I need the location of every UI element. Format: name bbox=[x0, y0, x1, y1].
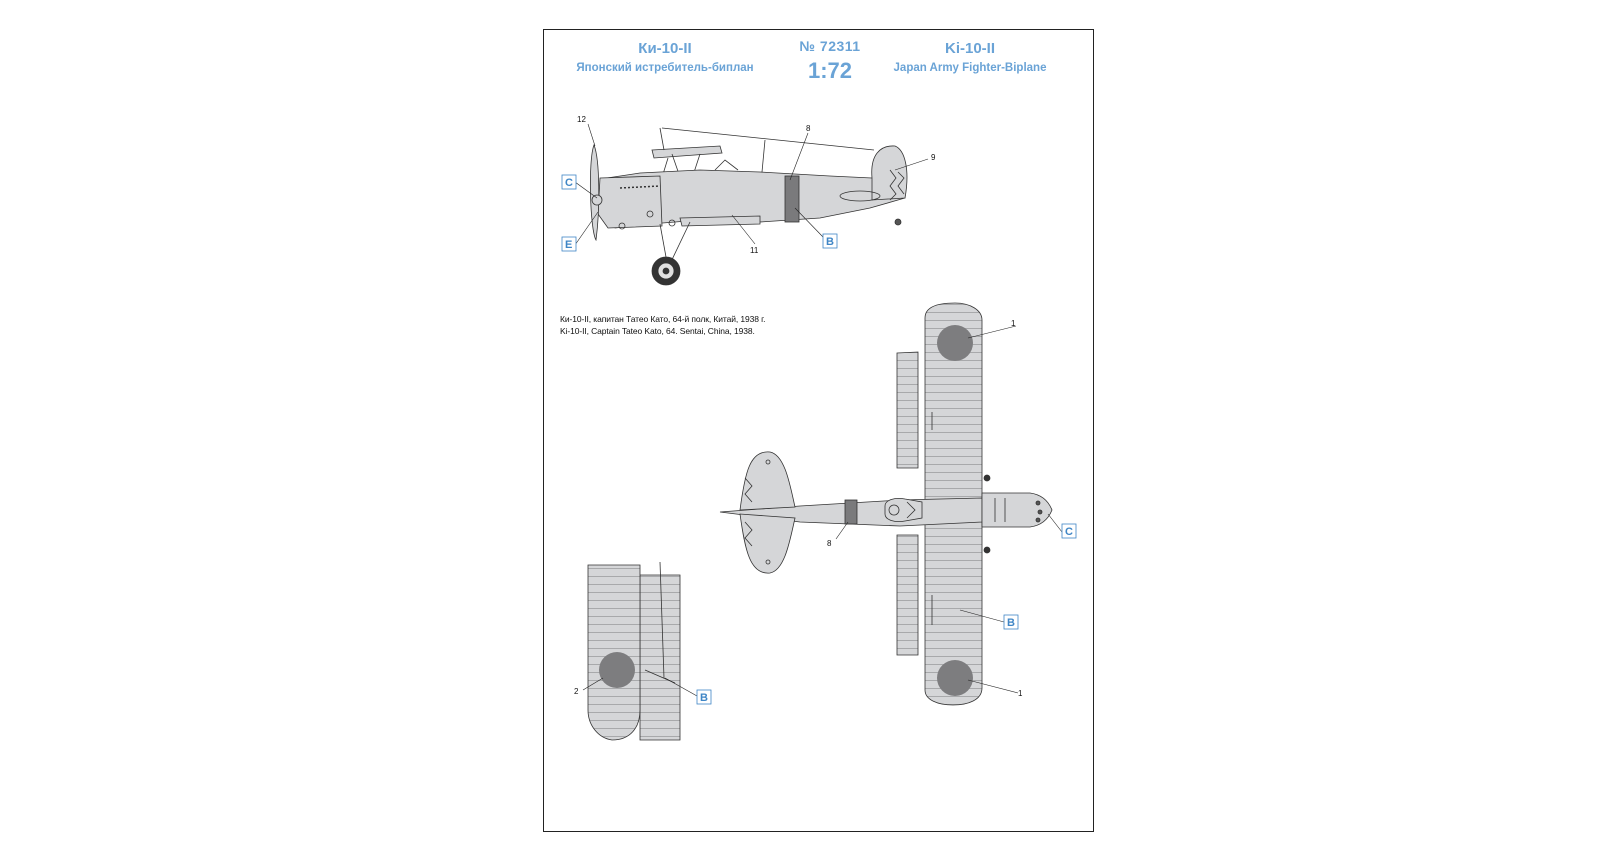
callout-8-top: 8 bbox=[827, 539, 832, 548]
caption-en: Ki-10-II, Captain Tateo Kato, 64. Sentai… bbox=[560, 326, 755, 336]
hinomaru-top-upper bbox=[937, 325, 973, 361]
callout-box-b-side: B bbox=[822, 233, 838, 249]
top-view bbox=[719, 302, 1053, 706]
callout-box-b-under: B bbox=[696, 689, 712, 705]
svg-text:C: C bbox=[565, 177, 573, 189]
svg-text:C: C bbox=[1065, 526, 1073, 538]
title-en: Ki-10-II bbox=[944, 40, 995, 57]
svg-text:E: E bbox=[565, 239, 572, 251]
hinomaru-top-lower bbox=[937, 660, 973, 696]
svg-text:B: B bbox=[826, 236, 834, 248]
top-view-callouts bbox=[835, 325, 1063, 694]
callout-box-c-top: C bbox=[1061, 523, 1077, 539]
subtitle-ru: Японский истребитель-биплан bbox=[576, 62, 754, 74]
callout-8-side: 8 bbox=[806, 124, 811, 133]
caption-ru: Ки-10-II, капитан Татео Като, 64-й полк,… bbox=[560, 314, 766, 324]
title-ru: Ки-10-II bbox=[638, 40, 692, 57]
callout-box-c-side: C bbox=[561, 174, 577, 190]
underside-view bbox=[587, 561, 681, 741]
callout-1-bottom: 1 bbox=[1018, 689, 1023, 698]
svg-text:B: B bbox=[700, 692, 708, 704]
hinomaru-underside bbox=[599, 652, 635, 688]
callout-12: 12 bbox=[577, 115, 586, 124]
callout-box-b-top: B bbox=[1003, 614, 1019, 630]
callout-box-e-side: E bbox=[561, 236, 577, 252]
callout-2: 2 bbox=[574, 687, 579, 696]
fuselage-band bbox=[784, 175, 800, 223]
underside-callouts bbox=[582, 677, 698, 697]
callout-1-top: 1 bbox=[1011, 319, 1016, 328]
kit-number: № 72311 bbox=[799, 38, 861, 54]
svg-text:B: B bbox=[1007, 617, 1015, 629]
subtitle-en: Japan Army Fighter-Biplane bbox=[893, 62, 1047, 74]
side-view bbox=[589, 127, 908, 286]
callout-11: 11 bbox=[750, 246, 759, 255]
fuselage-band-top bbox=[844, 499, 858, 525]
side-view-callouts bbox=[574, 123, 929, 246]
scale-label: 1:72 bbox=[807, 58, 853, 83]
callout-9: 9 bbox=[931, 153, 936, 162]
